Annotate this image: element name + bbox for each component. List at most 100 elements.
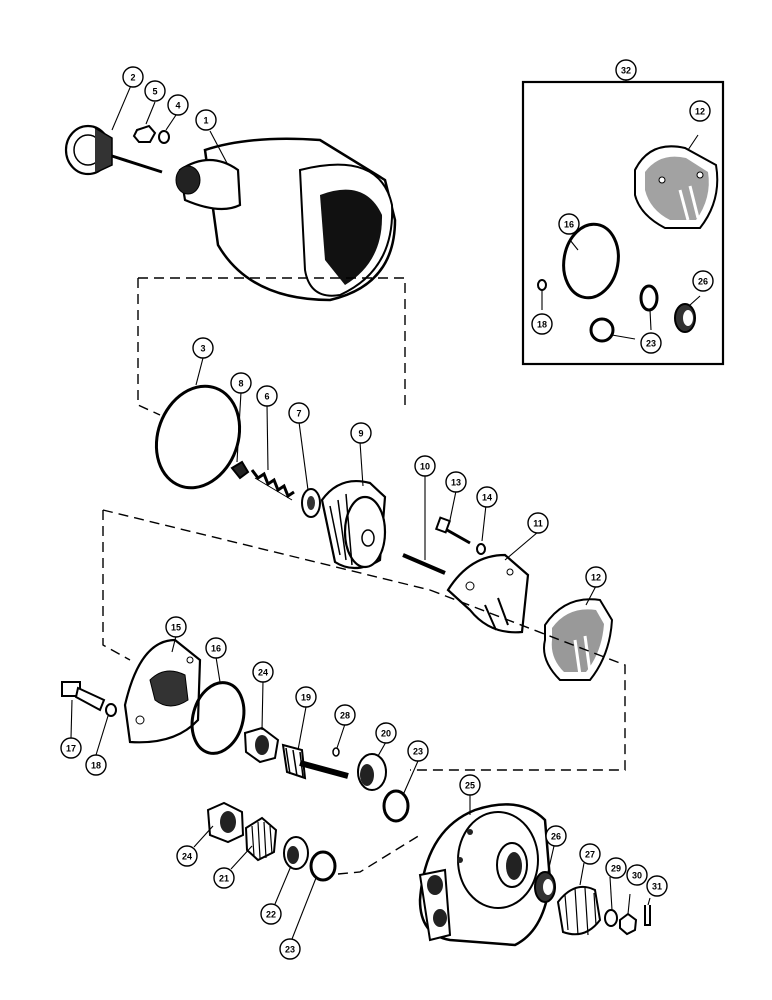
svg-text:20: 20	[381, 729, 391, 739]
nut-30-part	[619, 912, 638, 936]
svg-text:23: 23	[285, 945, 295, 955]
callout-16-kit: 16	[558, 213, 580, 235]
svg-text:1: 1	[203, 116, 208, 126]
callout-6: 6	[256, 385, 278, 407]
callout-26: 26	[545, 825, 567, 847]
bearing-22-part	[283, 836, 309, 870]
callout-17: 17	[60, 737, 82, 759]
plug-part	[230, 460, 250, 480]
callout-3: 3	[192, 337, 214, 359]
kit-o-ring-large-part	[562, 222, 620, 300]
svg-text:17: 17	[66, 744, 76, 754]
svg-text:7: 7	[296, 409, 301, 419]
spring-part	[250, 469, 295, 501]
o-ring-23-part	[382, 789, 410, 823]
svg-text:21: 21	[219, 874, 229, 884]
callout-23-lower: 23	[279, 938, 301, 960]
callout-31: 31	[646, 875, 668, 897]
callout-19: 19	[295, 686, 317, 708]
callout-10: 10	[414, 455, 436, 477]
svg-text:18: 18	[91, 761, 101, 771]
svg-text:26: 26	[551, 832, 561, 842]
callout-4: 4	[167, 94, 189, 116]
svg-text:30: 30	[632, 871, 642, 881]
svg-text:31: 31	[652, 882, 662, 892]
callout-7: 7	[288, 402, 310, 424]
reservoir-assembly	[64, 124, 397, 302]
callout-12: 12	[585, 566, 607, 588]
key-part	[332, 747, 340, 757]
reservoir-part	[175, 137, 397, 302]
cotter-pin-part	[644, 905, 651, 926]
callout-1: 1	[195, 109, 217, 131]
pump-housing-part	[418, 803, 552, 947]
svg-text:18: 18	[537, 320, 547, 330]
bushing-part	[243, 726, 280, 764]
housing-dashed-line	[337, 834, 421, 875]
seal-part	[534, 871, 556, 903]
svg-text:26: 26	[698, 277, 708, 287]
svg-text:24: 24	[258, 668, 268, 678]
svg-text:19: 19	[301, 693, 311, 703]
callout-32: 32	[615, 59, 637, 81]
gasket-part	[543, 598, 614, 681]
kit-seal-part	[674, 303, 696, 333]
callout-13: 13	[445, 471, 467, 493]
callout-21: 21	[213, 867, 235, 889]
bushing-lower-part	[206, 801, 245, 844]
small-ring-part	[105, 703, 117, 717]
svg-text:32: 32	[621, 66, 631, 76]
svg-text:8: 8	[238, 379, 243, 389]
fitting-part	[61, 681, 106, 712]
callout-24-lower: 24	[176, 845, 198, 867]
o-ring-23-lower-part	[309, 850, 337, 882]
svg-text:15: 15	[171, 623, 181, 633]
callout-30: 30	[626, 864, 648, 886]
cover-part	[446, 553, 530, 634]
svg-text:13: 13	[451, 478, 461, 488]
callout-28: 28	[334, 704, 356, 726]
callout-18: 18	[85, 754, 107, 776]
callout-26-kit: 26	[692, 270, 714, 292]
callout-14: 14	[476, 486, 498, 508]
svg-text:29: 29	[611, 864, 621, 874]
washer-part	[158, 130, 170, 144]
callout-23-kit: 23	[640, 332, 662, 354]
callout-27: 27	[579, 843, 601, 865]
svg-text:27: 27	[585, 850, 595, 860]
upper-dashed-group-line	[137, 277, 406, 416]
drive-gear-part	[556, 886, 602, 936]
kit-cover-gasket-part	[634, 145, 719, 229]
kit-tiny-ring-part	[537, 279, 547, 291]
svg-text:23: 23	[413, 747, 423, 757]
leader-lines	[70, 82, 701, 940]
callout-18-kit: 18	[531, 313, 553, 335]
o-ring-large-part	[154, 384, 242, 490]
svg-text:2: 2	[130, 73, 135, 83]
svg-text:11: 11	[533, 519, 543, 529]
stud-part	[402, 553, 446, 575]
svg-text:6: 6	[264, 392, 269, 402]
svg-text:10: 10	[420, 462, 430, 472]
callout-12-kit: 12	[689, 100, 711, 122]
callout-23: 23	[407, 740, 429, 762]
callout-16: 16	[205, 637, 227, 659]
washer-14-part	[476, 543, 486, 555]
driven-gear-part	[244, 816, 278, 862]
svg-text:16: 16	[211, 644, 221, 654]
callout-24: 24	[252, 661, 274, 683]
washer-29-part	[604, 909, 618, 927]
callout-8: 8	[230, 372, 252, 394]
filler-cap-part	[64, 124, 163, 176]
svg-text:3: 3	[200, 344, 205, 354]
svg-text:22: 22	[266, 910, 276, 920]
svg-text:23: 23	[646, 339, 656, 349]
pump-cover-plate-part	[123, 638, 202, 744]
o-ring-16-part	[190, 681, 246, 755]
callout-15: 15	[165, 616, 187, 638]
callout-29: 29	[605, 857, 627, 879]
callout-11: 11	[527, 512, 549, 534]
callout-9: 9	[350, 422, 372, 444]
svg-text:14: 14	[482, 493, 492, 503]
